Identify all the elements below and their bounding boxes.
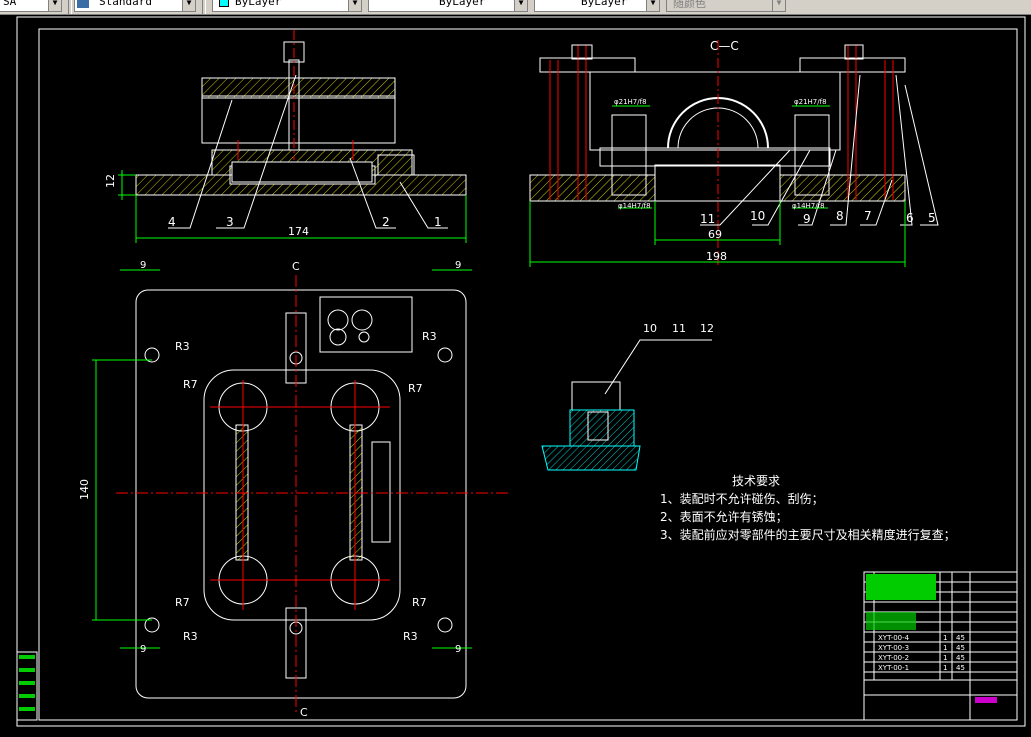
balloon-1: 1	[434, 215, 442, 229]
radius-r3-br: R3	[403, 630, 418, 643]
balloon-5: 5	[928, 211, 936, 225]
technical-notes: 技术要求 1、装配时不允许碰伤、刮伤； 2、表面不允许有锈蚀； 3、装配前应对零…	[660, 474, 956, 542]
textstyle-icon	[77, 0, 89, 8]
notes-title: 技术要求	[732, 474, 780, 488]
plotstyle-value: 随颜色	[673, 0, 706, 10]
radius-r3-bl: R3	[183, 630, 198, 643]
fit-phi21-right: φ21H7/f8	[794, 98, 827, 106]
radius-r7-tr: R7	[408, 382, 423, 395]
detail-balloon-12: 12	[700, 322, 714, 335]
balloon-7: 7	[864, 209, 872, 223]
radius-r7-tl: R7	[183, 378, 198, 391]
fit-phi14-left: φ14H7/f8	[618, 202, 651, 210]
radius-r3-tr: R3	[422, 330, 437, 343]
balloon-3: 3	[226, 215, 234, 229]
dim-69: 69	[708, 228, 722, 241]
drawing-frame	[38, 28, 1018, 721]
color-value: ByLayer	[235, 0, 282, 8]
title-row-1: XYT-00-4	[878, 634, 910, 642]
lineweight-dropdown[interactable]: ByLayer ▼	[534, 0, 660, 12]
dim-140: 140	[78, 479, 91, 500]
toolbar-separator	[68, 0, 72, 14]
color-dropdown[interactable]: ByLayer ▼	[212, 0, 362, 12]
linetype-value: ByLayer	[439, 0, 486, 8]
textstyle-value: Standard	[99, 0, 152, 8]
dim-174: 174	[288, 225, 309, 238]
screw	[288, 59, 300, 151]
color-swatch-icon	[219, 0, 229, 7]
toolbar-separator	[202, 0, 206, 14]
balloon-10: 10	[750, 209, 765, 223]
dim-12: 12	[104, 174, 117, 188]
chevron-down-icon[interactable]: ▼	[772, 0, 785, 11]
qty-3: 1	[943, 654, 947, 662]
dimstyle-value: SA	[3, 0, 17, 8]
detail-view: 10 11 12	[541, 322, 714, 471]
properties-toolbar: SA ▼ Standard ▼ ByLayer ▼ ByLayer ▼ ByLa…	[0, 0, 1031, 15]
fit-phi14-right: φ14H7/f8	[792, 202, 825, 210]
top-view: 140 9 9 9 9 R3 R7 R3 R7 R7 R3 R7 R3 C C	[78, 260, 510, 719]
chevron-down-icon[interactable]: ▼	[182, 0, 195, 11]
radius-r7-br: R7	[412, 596, 427, 609]
front-view: 4 3 2 1 174 12	[104, 30, 467, 243]
chevron-down-icon[interactable]: ▼	[48, 0, 61, 11]
linetype-dropdown[interactable]: ByLayer ▼	[368, 0, 528, 12]
dim-198: 198	[706, 250, 727, 263]
balloon-9: 9	[803, 212, 811, 226]
dim-9-bl: 9	[140, 644, 146, 655]
balloon-4: 4	[168, 215, 176, 229]
qty-1: 1	[943, 634, 947, 642]
qty-2: 1	[943, 644, 947, 652]
title-row-2: XYT-00-3	[878, 644, 909, 652]
dim-9-br: 9	[455, 644, 461, 655]
title-block: XYT-00-4 XYT-00-3 XYT-00-2 XYT-00-1 1 1 …	[863, 571, 1018, 721]
base-outline	[135, 289, 467, 699]
radius-r3-tl: R3	[175, 340, 190, 353]
mat-4: 45	[956, 664, 965, 672]
dimstyle-dropdown[interactable]: SA ▼	[0, 0, 62, 12]
cut-label-bottom: C	[300, 706, 308, 719]
note-line-2: 2、表面不允许有锈蚀；	[660, 509, 788, 524]
dim-9-tl: 9	[140, 260, 146, 271]
mat-2: 45	[956, 644, 965, 652]
chevron-down-icon[interactable]: ▼	[646, 0, 659, 11]
textstyle-dropdown[interactable]: Standard ▼	[74, 0, 196, 12]
detail-balloon-11: 11	[672, 322, 686, 335]
cut-label-top: C	[292, 260, 300, 273]
fit-phi21-left: φ21H7/f8	[614, 98, 647, 106]
dim-9-tr: 9	[455, 260, 461, 271]
note-line-1: 1、装配时不允许碰伤、刮伤；	[660, 491, 824, 506]
balloon-2: 2	[382, 215, 390, 229]
balloon-8: 8	[836, 209, 844, 223]
chevron-down-icon[interactable]: ▼	[348, 0, 361, 11]
revision-strip	[16, 651, 38, 721]
chevron-down-icon[interactable]: ▼	[514, 0, 527, 11]
section-label: C—C	[710, 39, 739, 53]
lineweight-value: ByLayer	[581, 0, 628, 8]
title-row-4: XYT-00-1	[878, 664, 909, 672]
balloon-11: 11	[700, 212, 715, 226]
section-view: C—C	[529, 39, 939, 267]
note-line-3: 3、装配前应对零部件的主要尺寸及相关精度进行复查；	[660, 527, 956, 542]
section-body	[589, 71, 841, 151]
qty-4: 1	[943, 664, 947, 672]
mat-3: 45	[956, 654, 965, 662]
sheet-border	[16, 16, 1026, 727]
drawing-canvas[interactable]: 4 3 2 1 174 12 C—C	[0, 14, 1031, 737]
balloon-6: 6	[906, 211, 914, 225]
detail-balloon-10: 10	[643, 322, 657, 335]
title-row-3: XYT-00-2	[878, 654, 909, 662]
mat-1: 45	[956, 634, 965, 642]
plotstyle-dropdown[interactable]: 随颜色 ▼	[666, 0, 786, 12]
radius-r7-bl: R7	[175, 596, 190, 609]
